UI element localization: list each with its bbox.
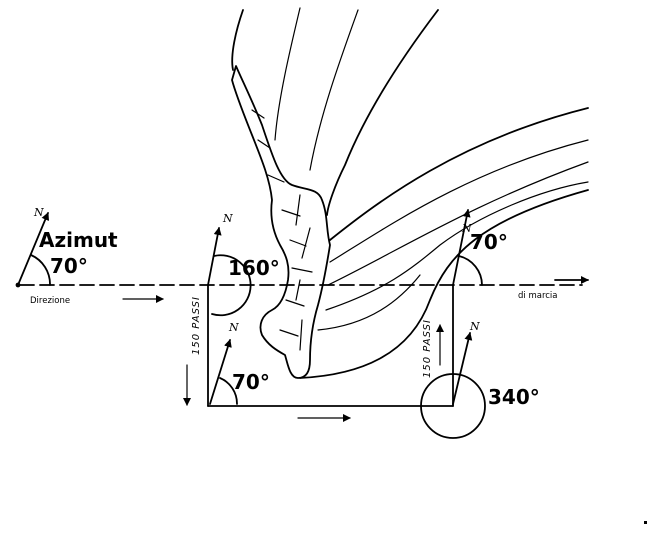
- azimut-title: Azimut: [39, 228, 118, 252]
- north-arrow: [209, 339, 232, 405]
- cliff-crack: [251, 109, 313, 337]
- azimut-legend: N Azimut 70°: [17, 206, 118, 286]
- turn-340: N 340°: [420, 320, 540, 439]
- angle-160: 160°: [228, 256, 280, 280]
- north-arrow: [17, 212, 49, 286]
- angle-160-arc: [211, 254, 252, 317]
- angle-340: 340°: [488, 385, 540, 409]
- detour-path: 150 PASSI 150 PASSI: [183, 284, 454, 422]
- contour-line: [329, 139, 589, 263]
- contour-line: [299, 189, 589, 379]
- angle-340-circle: [420, 373, 486, 439]
- contour-line: [317, 274, 421, 331]
- steps-left-label: 150 PASSI: [191, 296, 202, 355]
- north-arrow: [452, 332, 473, 405]
- rocky-cliff: [231, 65, 331, 379]
- turn-70-bottom-left: N 70°: [209, 321, 270, 405]
- contour-line: [329, 107, 589, 241]
- north-arrow: [452, 209, 471, 286]
- steps-right-label: 150 PASSI: [422, 319, 433, 378]
- cliff-outline: [231, 65, 331, 379]
- north-label: N: [222, 212, 233, 225]
- cliff-crack: [295, 194, 311, 351]
- turn-160: N 160°: [207, 212, 280, 317]
- contour-line: [325, 181, 589, 311]
- contour-line: [231, 9, 244, 71]
- turn-70-right: N 70°: [452, 209, 508, 286]
- azimut-angle: 70°: [50, 254, 88, 278]
- stray-dot: [644, 521, 647, 524]
- direction-label: Direzione: [30, 296, 70, 306]
- angle-70-arc: [458, 255, 483, 286]
- contour-line: [274, 7, 301, 141]
- contour-line: [327, 161, 589, 286]
- contour-line: [309, 9, 359, 171]
- contour-line: [326, 9, 439, 216]
- azimut-angle-arc: [30, 254, 51, 286]
- north-label: N: [469, 320, 480, 333]
- angle-70-bottom-left: 70°: [232, 370, 270, 394]
- march-label: di marcia: [518, 291, 558, 301]
- north-label: N: [461, 222, 472, 235]
- angle-70-right: 70°: [470, 230, 508, 254]
- north-label: N: [228, 321, 239, 334]
- angle-70-arc: [219, 377, 238, 405]
- north-label: N: [33, 206, 44, 219]
- terrain-contours: [231, 7, 589, 379]
